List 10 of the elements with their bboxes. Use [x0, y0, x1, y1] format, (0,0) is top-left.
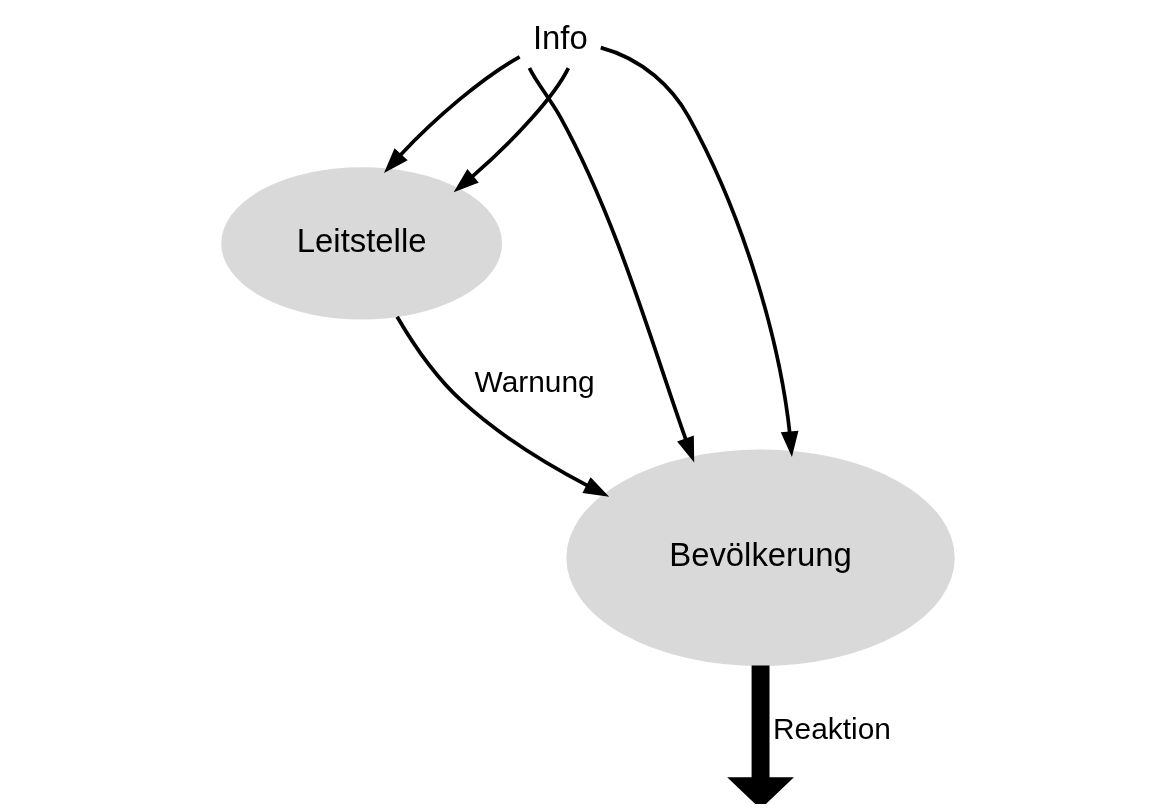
arrow: [453, 67, 570, 193]
arrow: [727, 665, 794, 804]
node-text: Info: [532, 19, 588, 57]
arrow: [527, 67, 695, 463]
arrow: [600, 45, 799, 457]
edge-label: Reaktion: [772, 711, 891, 745]
arrow: [395, 315, 610, 497]
edge-label: Warnung: [474, 365, 595, 399]
arrow: [384, 55, 521, 174]
node-ellipse: Bevölkerung: [566, 449, 955, 667]
